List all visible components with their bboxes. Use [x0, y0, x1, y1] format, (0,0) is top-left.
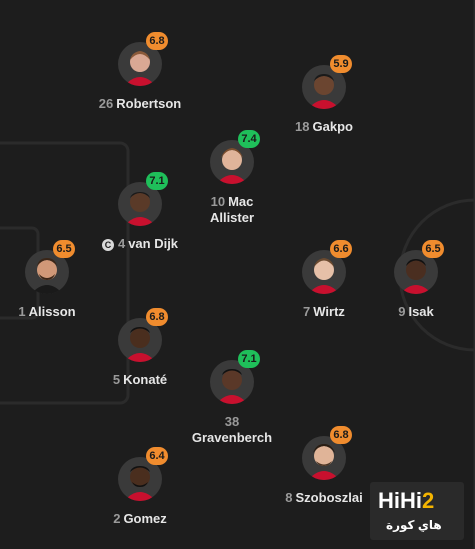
rating-badge: 7.4 — [238, 130, 260, 148]
rating-badge: 6.6 — [330, 240, 352, 258]
player-name: Robertson — [116, 96, 182, 111]
watermark-sub-text: هاي كورة — [386, 518, 442, 532]
player-name: Gravenberch — [191, 430, 273, 445]
player-number: 26 — [98, 96, 114, 111]
player-number: 10 — [210, 194, 226, 209]
rating-badge: 5.9 — [330, 55, 352, 73]
player-number: 2 — [113, 511, 121, 526]
rating-badge: 6.4 — [146, 447, 168, 465]
player-name: van Dijk — [128, 236, 179, 251]
rating-badge: 6.8 — [146, 32, 168, 50]
rating-badge: 6.5 — [53, 240, 75, 258]
captain-icon: C — [101, 239, 114, 251]
player-photo — [210, 140, 254, 184]
watermark-accent: 2 — [422, 488, 435, 513]
watermark-main: HiHi — [378, 488, 422, 513]
player-photo — [302, 65, 346, 109]
player-name: Wirtz — [313, 304, 345, 319]
rating-badge: 6.5 — [422, 240, 444, 258]
player-number: 1 — [18, 304, 26, 319]
player-name: Szoboszlai — [295, 490, 363, 505]
player-name: Isak — [408, 304, 434, 319]
player-number: 9 — [398, 304, 406, 319]
player-number: 5 — [112, 372, 121, 387]
watermark-main-text: HiHi2 — [378, 488, 434, 514]
player-name: Gakpo — [312, 119, 353, 134]
rating-badge: 6.8 — [330, 426, 352, 444]
rating-badge: 6.8 — [146, 308, 168, 326]
rating-badge: 7.1 — [238, 350, 260, 368]
player-name: Alisson — [28, 304, 76, 319]
player-name: Mac Allister — [209, 194, 255, 225]
penalty-box — [0, 141, 130, 405]
player-number: 4 — [117, 236, 126, 251]
player-number: 18 — [295, 119, 310, 134]
player-name: Gomez — [123, 511, 167, 526]
rating-badge: 7.1 — [146, 172, 168, 190]
player-photo — [302, 436, 346, 480]
player-number: 8 — [285, 490, 293, 505]
watermark-logo: HiHi2 هاي كورة — [370, 482, 464, 540]
player-number: 38 — [224, 414, 240, 429]
player-number: 7 — [303, 304, 311, 319]
player-name: Konaté — [123, 372, 168, 387]
